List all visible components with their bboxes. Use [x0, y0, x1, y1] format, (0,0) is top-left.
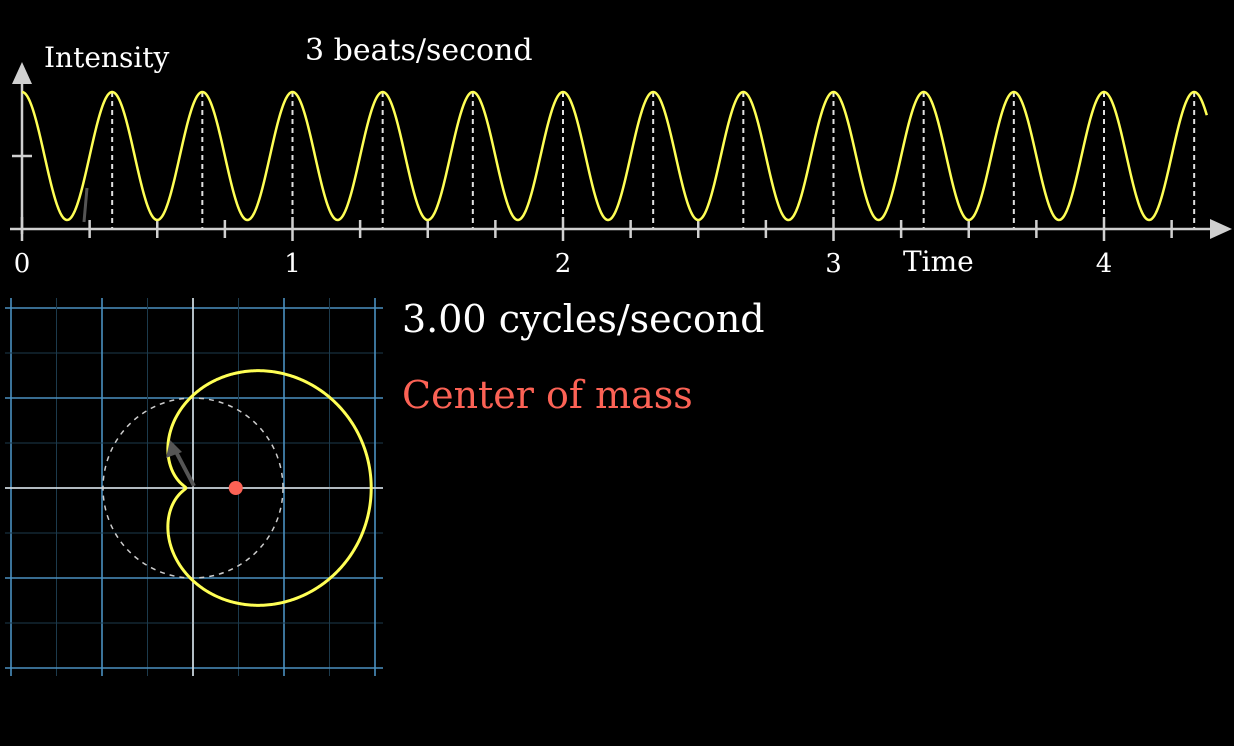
x-tick-label-1: 1	[284, 249, 301, 279]
intensity-wave	[21, 90, 1208, 222]
frequency-unit: cycles/second	[498, 297, 765, 341]
winding-vector-arrow-head-icon	[166, 440, 182, 458]
x-axis-label: Time	[903, 245, 974, 278]
center-of-mass-dot	[228, 481, 243, 495]
intensity-time-chart: 0 1 2 3 4	[10, 62, 1232, 279]
winding-graph	[5, 298, 383, 676]
wound-up-curve	[166, 369, 373, 607]
y-axis-label: Intensity	[44, 41, 170, 74]
chart-title: 3 beats/second	[305, 33, 533, 68]
x-tick-label-0: 0	[14, 249, 31, 279]
x-tick-label-3: 3	[825, 249, 842, 279]
winding-vector-arrow	[172, 447, 196, 487]
x-ticks	[20, 217, 1173, 241]
x-tick-label-2: 2	[555, 249, 572, 279]
x-axis-arrow-icon	[1210, 219, 1232, 239]
time-indicator-arrow	[82, 187, 89, 223]
frequency-value: 3.00	[402, 297, 487, 341]
winding-frequency-readout: 3.00 cycles/second	[402, 300, 765, 338]
center-of-mass-label: Center of mass	[402, 373, 693, 417]
x-tick-labels: 0 1 2 3 4	[14, 249, 1113, 279]
y-axis-arrow-icon	[12, 62, 32, 84]
grid	[5, 298, 383, 676]
x-tick-label-4: 4	[1096, 249, 1113, 279]
peak-markers	[111, 92, 1196, 229]
unit-circle-dashed	[102, 397, 284, 579]
